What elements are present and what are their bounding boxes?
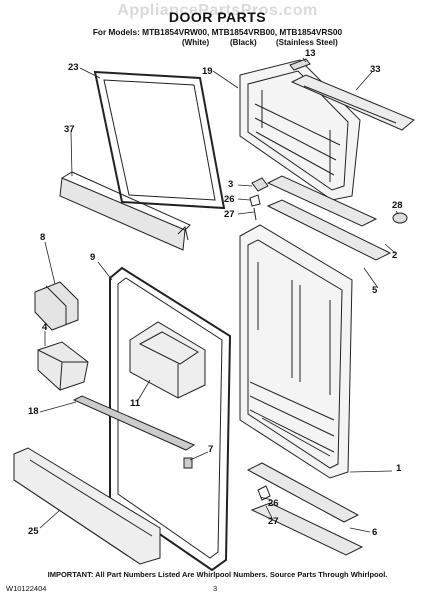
model-list: For Models: MTB1854VRW00, MTB1854VRB00, … [92, 27, 343, 37]
callout-26: 26 [224, 194, 235, 205]
callout-28: 28 [392, 200, 403, 211]
variant-stainless-label: (Stainless Steel) [276, 38, 338, 47]
callout-33: 33 [370, 64, 381, 75]
part-33-top-trim [290, 74, 415, 131]
variant-white-label: (White) [182, 38, 210, 47]
callout-4: 4 [42, 322, 48, 333]
callout-27: 27 [224, 209, 235, 220]
part-37-freezer-door-shelf [59, 171, 191, 251]
callout-6: 6 [372, 527, 378, 538]
variant-black-label: (Black) [230, 38, 257, 47]
part-1-fresh-food-door [239, 224, 353, 479]
callout-8: 8 [40, 232, 46, 243]
watermark: AppliancePartsPros.com [117, 2, 318, 19]
part-23-freezer-door-gasket [93, 70, 226, 210]
callout-18: 18 [28, 406, 39, 417]
part-28-plug [392, 212, 408, 224]
page-number: 3 [213, 584, 218, 593]
page-title: DOOR PARTS [168, 9, 267, 25]
callout-26-lower: 26 [268, 498, 279, 509]
callout-7: 7 [208, 444, 214, 455]
callout-23: 23 [68, 62, 79, 73]
part-4-dairy-bin [37, 341, 89, 391]
footer-note: IMPORTANT: All Part Numbers Listed Are W… [47, 570, 388, 579]
callout-37: 37 [64, 124, 75, 135]
callout-leader-lines [39, 57, 399, 533]
callout-27-lower: 27 [268, 516, 279, 527]
part-11-door-bin [129, 321, 206, 399]
callout-1: 1 [396, 463, 402, 474]
part-center-hinge-bars [266, 175, 392, 261]
part-7-clip [183, 457, 193, 469]
part-3-26-27-hinge-hardware [249, 177, 269, 221]
callout-2: 2 [392, 250, 398, 261]
part-8-dairy-door [34, 281, 79, 331]
callout-11: 11 [130, 398, 141, 409]
callout-9: 9 [90, 252, 96, 263]
document-number: W10122404 [6, 584, 47, 593]
callout-19: 19 [202, 66, 213, 77]
part-6-bottom-hinge [246, 462, 364, 556]
callout-25: 25 [28, 526, 39, 537]
callout-3: 3 [228, 179, 234, 190]
part-18-door-bar [72, 395, 196, 451]
callout-13: 13 [305, 48, 316, 59]
callout-5: 5 [372, 285, 378, 296]
part-25-door-shelf [13, 447, 161, 565]
part-13-hinge-cover [289, 58, 311, 71]
